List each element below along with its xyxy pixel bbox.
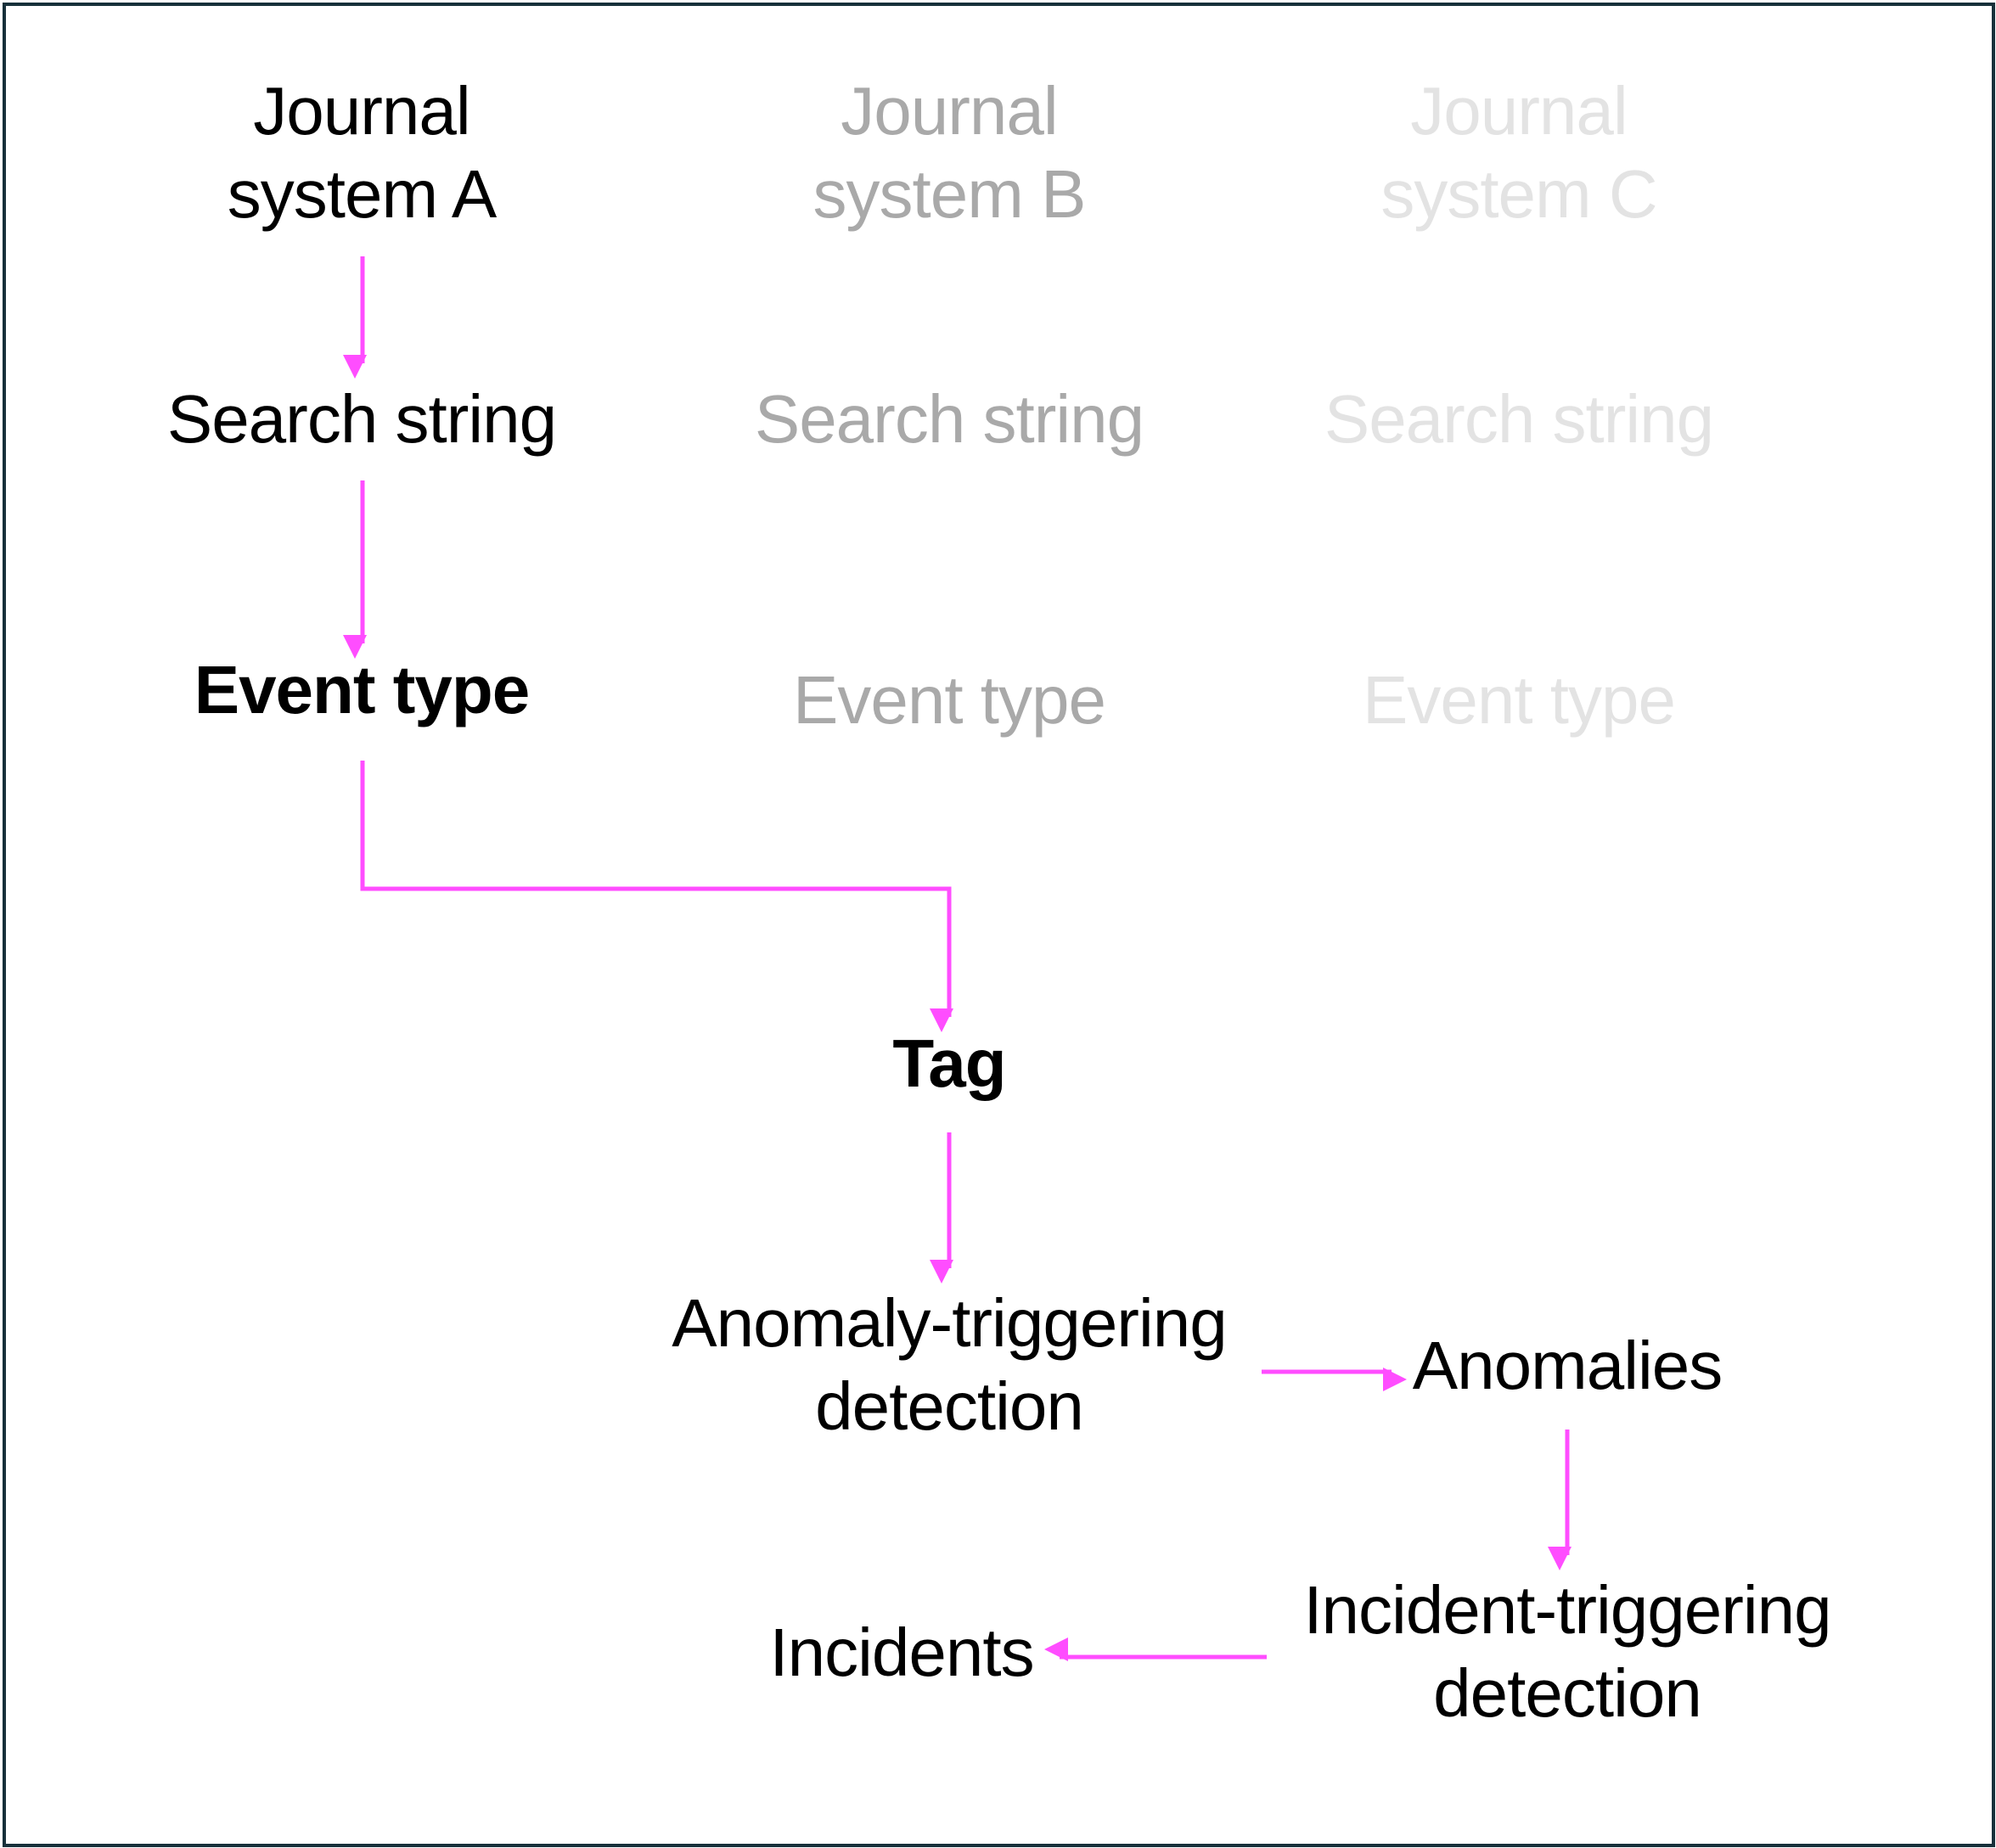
event-type-c: Event type — [1362, 662, 1676, 738]
anomaly-triggering-detection: Anomaly-triggering detection — [627, 1282, 1272, 1448]
journal-system-c-line-1: Journal — [1410, 73, 1628, 149]
arrow-event-to-tag — [360, 761, 953, 1032]
diagram-frame — [3, 3, 1995, 1847]
anomaly-detection-line-1: Anomaly-triggering — [672, 1285, 1227, 1361]
event-type-a: Event type — [194, 652, 531, 727]
tag-node: Tag — [892, 1025, 1006, 1101]
search-string-b: Search string — [754, 381, 1144, 457]
incidents-node: Incidents — [769, 1615, 1034, 1690]
incident-triggering-detection: Incident-triggering detection — [1245, 1569, 1890, 1735]
journal-system-a-line-2: system A — [227, 156, 498, 232]
journal-system-b-line-1: Journal — [841, 73, 1058, 149]
incident-detection-line-2: detection — [1433, 1655, 1702, 1731]
journal-system-b-line-2: system B — [812, 156, 1087, 232]
journal-system-c: Journal system C — [1196, 70, 1841, 236]
anomalies-node: Anomalies — [1412, 1328, 1723, 1403]
event-type-b: Event type — [792, 662, 1106, 738]
journal-system-b: Journal system B — [627, 70, 1272, 236]
journal-system-a-line-1: Journal — [253, 73, 470, 149]
search-string-c: Search string — [1324, 381, 1714, 457]
incident-detection-line-1: Incident-triggering — [1303, 1572, 1831, 1648]
journal-system-a: Journal system A — [39, 70, 684, 236]
search-string-a: Search string — [166, 381, 557, 457]
anomaly-detection-line-2: detection — [815, 1368, 1084, 1444]
journal-system-c-line-2: system C — [1380, 156, 1657, 232]
